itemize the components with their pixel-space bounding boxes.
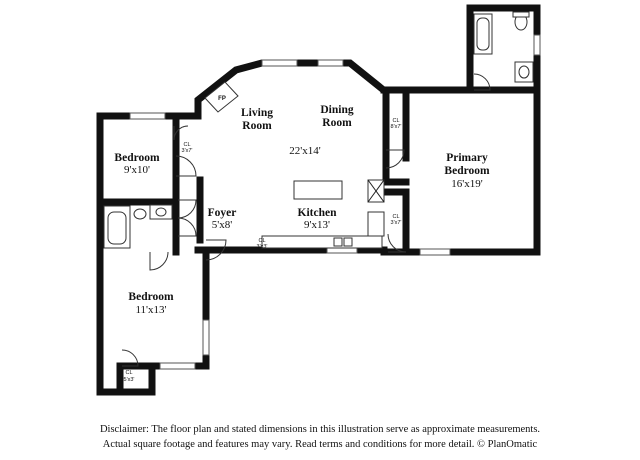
toilet-left: [133, 208, 147, 220]
bedroom1-label: Bedroom: [114, 152, 160, 164]
fixtures: [103, 11, 534, 249]
bedroom2-walls: [96, 248, 210, 396]
pantry-x2: [367, 179, 385, 203]
refrigerator: [367, 211, 385, 237]
windows: [129, 34, 541, 370]
primary-closet-door: [385, 149, 405, 169]
disclaimer-line1: Disclaimer: The floor plan and stated di…: [99, 424, 541, 435]
window-dining: [317, 59, 344, 67]
closet-labels: CL 3'x7' CL 8'x7' CL 3'x7' CL 5'x3' CL 3…: [124, 96, 402, 383]
window-primary-bath: [533, 34, 541, 56]
kitchen-counter: [261, 235, 383, 249]
fireplace-label: FP: [218, 96, 226, 102]
kitchen-dimensions: 9'x13': [304, 219, 330, 231]
doors: [121, 73, 491, 367]
toilet-primary-tank: [512, 11, 530, 18]
hall-closet-label: CL: [392, 214, 399, 220]
room-labels: Living Room Dining Room 22'x14' Primary …: [114, 104, 490, 316]
bedroom2-door: [149, 251, 169, 271]
foyer-dimensions: 5'x8': [212, 219, 232, 231]
bedroom2-closet-door: [121, 349, 139, 367]
disclaimer: Disclaimer: The floor plan and stated di…: [0, 422, 640, 452]
bath-door: [177, 199, 197, 219]
window-bedroom1: [129, 112, 166, 120]
living-room-label-line2: Room: [242, 120, 272, 132]
bedroom2-label: Bedroom: [128, 291, 174, 303]
bedroom2-dimensions: 11'x13': [135, 304, 166, 316]
primary-closet-label: CL: [392, 118, 399, 124]
primary-bedroom-dimensions: 16'x19': [451, 178, 482, 190]
living-room-label-line1: Living: [241, 107, 273, 119]
primary-wing-walls: [380, 4, 541, 256]
bedroom1-closet-dimensions: 3'x7': [182, 148, 193, 154]
disclaimer-line2: Actual square footage and features may v…: [102, 439, 538, 450]
bathtub-primary-basin: [476, 17, 490, 51]
hall-closet-dimensions: 3'x7': [391, 220, 402, 226]
foyer-closet-dimensions: 3'x3': [257, 244, 268, 250]
great-room-dimensions: 22'x14': [289, 145, 320, 157]
kitchen-label: Kitchen: [298, 207, 338, 219]
bedroom1-door: [175, 155, 197, 177]
kitchen-sink-left: [333, 237, 343, 247]
foyer-door: [177, 217, 197, 237]
window-primary-bottom: [419, 248, 451, 256]
bedroom2-closet-label: CL: [125, 370, 132, 376]
sink-primary-bowl: [518, 65, 530, 79]
dining-room-label-line2: Room: [322, 117, 352, 129]
primary-bedroom-label-line2: Bedroom: [444, 165, 490, 177]
fireplace: [204, 81, 239, 113]
kitchen-sink-right: [343, 237, 353, 247]
bedroom2-closet-dimensions: 5'x3': [124, 377, 135, 383]
primary-closet-dimensions: 8'x7': [391, 124, 402, 130]
bathtub-left-basin: [107, 211, 127, 245]
window-living: [261, 59, 298, 67]
foyer-closet-label: CL: [258, 238, 265, 244]
window-bedroom2-side: [202, 319, 210, 356]
walls: [96, 4, 541, 396]
foyer-label: Foyer: [208, 207, 237, 219]
primary-bath-door: [473, 73, 491, 91]
dining-room-label-line1: Dining: [320, 104, 353, 116]
sink-left-bowl: [155, 207, 167, 217]
kitchen-island: [293, 180, 343, 200]
bedroom1-dimensions: 9'x10': [124, 164, 150, 176]
window-bedroom2-bottom: [159, 362, 196, 370]
bedroom1-closet-label: CL: [183, 142, 190, 148]
bedroom1-closet-door: [173, 125, 189, 141]
primary-door: [387, 233, 407, 253]
primary-bedroom-label-line1: Primary: [446, 152, 488, 164]
entry-door: [205, 239, 227, 261]
